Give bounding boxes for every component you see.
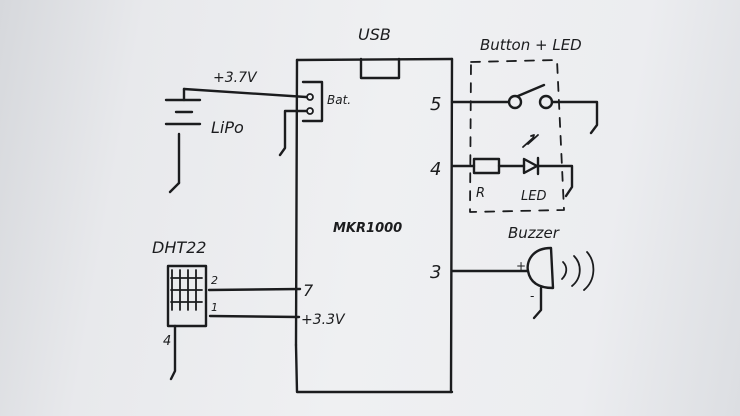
- dht22-title: DHT22: [152, 238, 206, 257]
- buzzer-title: Buzzer: [508, 224, 560, 242]
- battery-ground-wire: [278, 109, 308, 157]
- button-led-title: Button + LED: [480, 36, 582, 54]
- resistor-led-circuit: [450, 134, 574, 198]
- usb-port: [359, 57, 401, 80]
- dht22-pin-gnd-label: 4: [163, 334, 171, 349]
- buzzer-minus-label: -: [530, 289, 534, 303]
- dht22-pin-b-label: 1: [211, 301, 218, 314]
- pin-3-label: 3: [430, 262, 441, 283]
- dht22-sensor-symbol: [166, 264, 302, 381]
- battery-connector: [301, 80, 324, 123]
- battery-pin-minus: [306, 107, 314, 115]
- battery-voltage-label: +3.7V: [213, 70, 258, 86]
- lipo-battery-symbol: [164, 87, 308, 194]
- push-button-switch: [450, 83, 599, 135]
- pin-5-label: 5: [430, 94, 441, 115]
- battery-pin-plus: [306, 93, 314, 101]
- buzzer-symbol: [450, 246, 595, 320]
- dht22-pin-a-label: 2: [211, 274, 218, 287]
- button-led-group-box: [469, 59, 565, 213]
- usb-label: USB: [358, 25, 391, 44]
- pin-4-label: 4: [430, 159, 441, 180]
- resistor-label: R: [476, 186, 485, 201]
- pin-7-label: 7: [303, 281, 314, 300]
- lipo-label: LiPo: [211, 118, 244, 137]
- board-outline: [294, 57, 454, 394]
- battery-connector-label: Bat.: [327, 93, 351, 107]
- buzzer-plus-label: +: [516, 259, 526, 273]
- board-name-label: MKR1000: [333, 221, 402, 236]
- led-label: LED: [521, 189, 546, 204]
- pin-3v3-label: +3.3V: [301, 312, 346, 328]
